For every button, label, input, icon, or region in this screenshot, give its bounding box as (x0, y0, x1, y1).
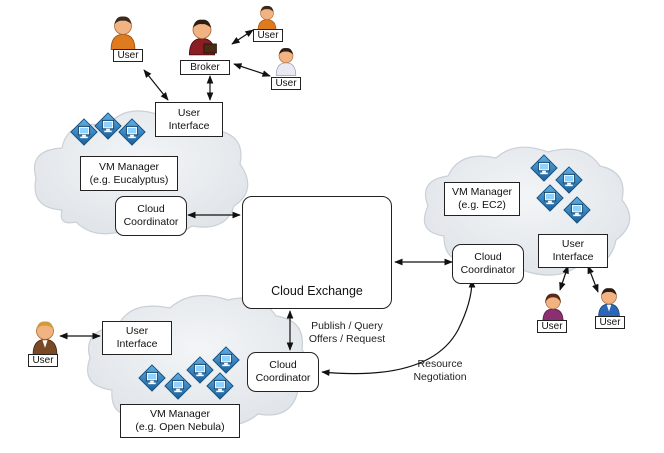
arrow-ui-user-right-1 (559, 265, 569, 291)
arrow-user-ui (143, 69, 169, 101)
user-label-top-right-2: User (271, 77, 301, 90)
user-label-top-right-1: User (253, 29, 283, 42)
broker-icon (188, 19, 217, 56)
cloud-coordinator-bottom: Cloud Coordinator (247, 352, 319, 392)
user-label-bottom-left: User (28, 354, 58, 367)
user-label-top-left: User (113, 49, 143, 62)
vm-manager-eucalyptus: VM Manager (e.g. Eucalyptus) (80, 156, 178, 191)
user-interface-top: User Interface (155, 102, 223, 137)
user-icon-top-right-1 (257, 5, 277, 32)
user-label-right-2: User (595, 316, 625, 329)
cloud-coordinator-left: Cloud Coordinator (115, 196, 187, 236)
user-label-right-1: User (537, 320, 567, 333)
user-interface-right: User Interface (538, 234, 608, 268)
resource-negotiation-label: Resource Negotiation (413, 358, 467, 383)
connectors (59, 29, 599, 377)
user-icon-right-2 (598, 287, 620, 318)
vm-manager-open-nebula: VM Manager (e.g. Open Nebula) (120, 404, 240, 438)
user-icon-top-left (110, 16, 136, 50)
cloud-coordinator-right: Cloud Coordinator (452, 244, 524, 284)
cloud-exchange-box: Cloud Exchange (242, 196, 392, 309)
user-interface-bottom: User Interface (102, 321, 172, 355)
arrow-resource-negotiation (321, 279, 476, 377)
cloud-exchange-title: Cloud Exchange (271, 284, 363, 298)
arrow-broker-user-2 (233, 63, 271, 77)
vm-manager-ec2: VM Manager (e.g. EC2) (444, 182, 520, 216)
user-icon-bottom-left (32, 321, 58, 356)
broker-label: Broker (180, 60, 230, 75)
user-icon-top-right-2 (275, 47, 297, 76)
publish-query-label: Publish / Query Offers / Request (308, 320, 386, 345)
user-icon-right-1 (542, 293, 564, 322)
arrow-ui-user-right-2 (587, 265, 599, 293)
arrow-broker-user-1 (231, 29, 254, 45)
